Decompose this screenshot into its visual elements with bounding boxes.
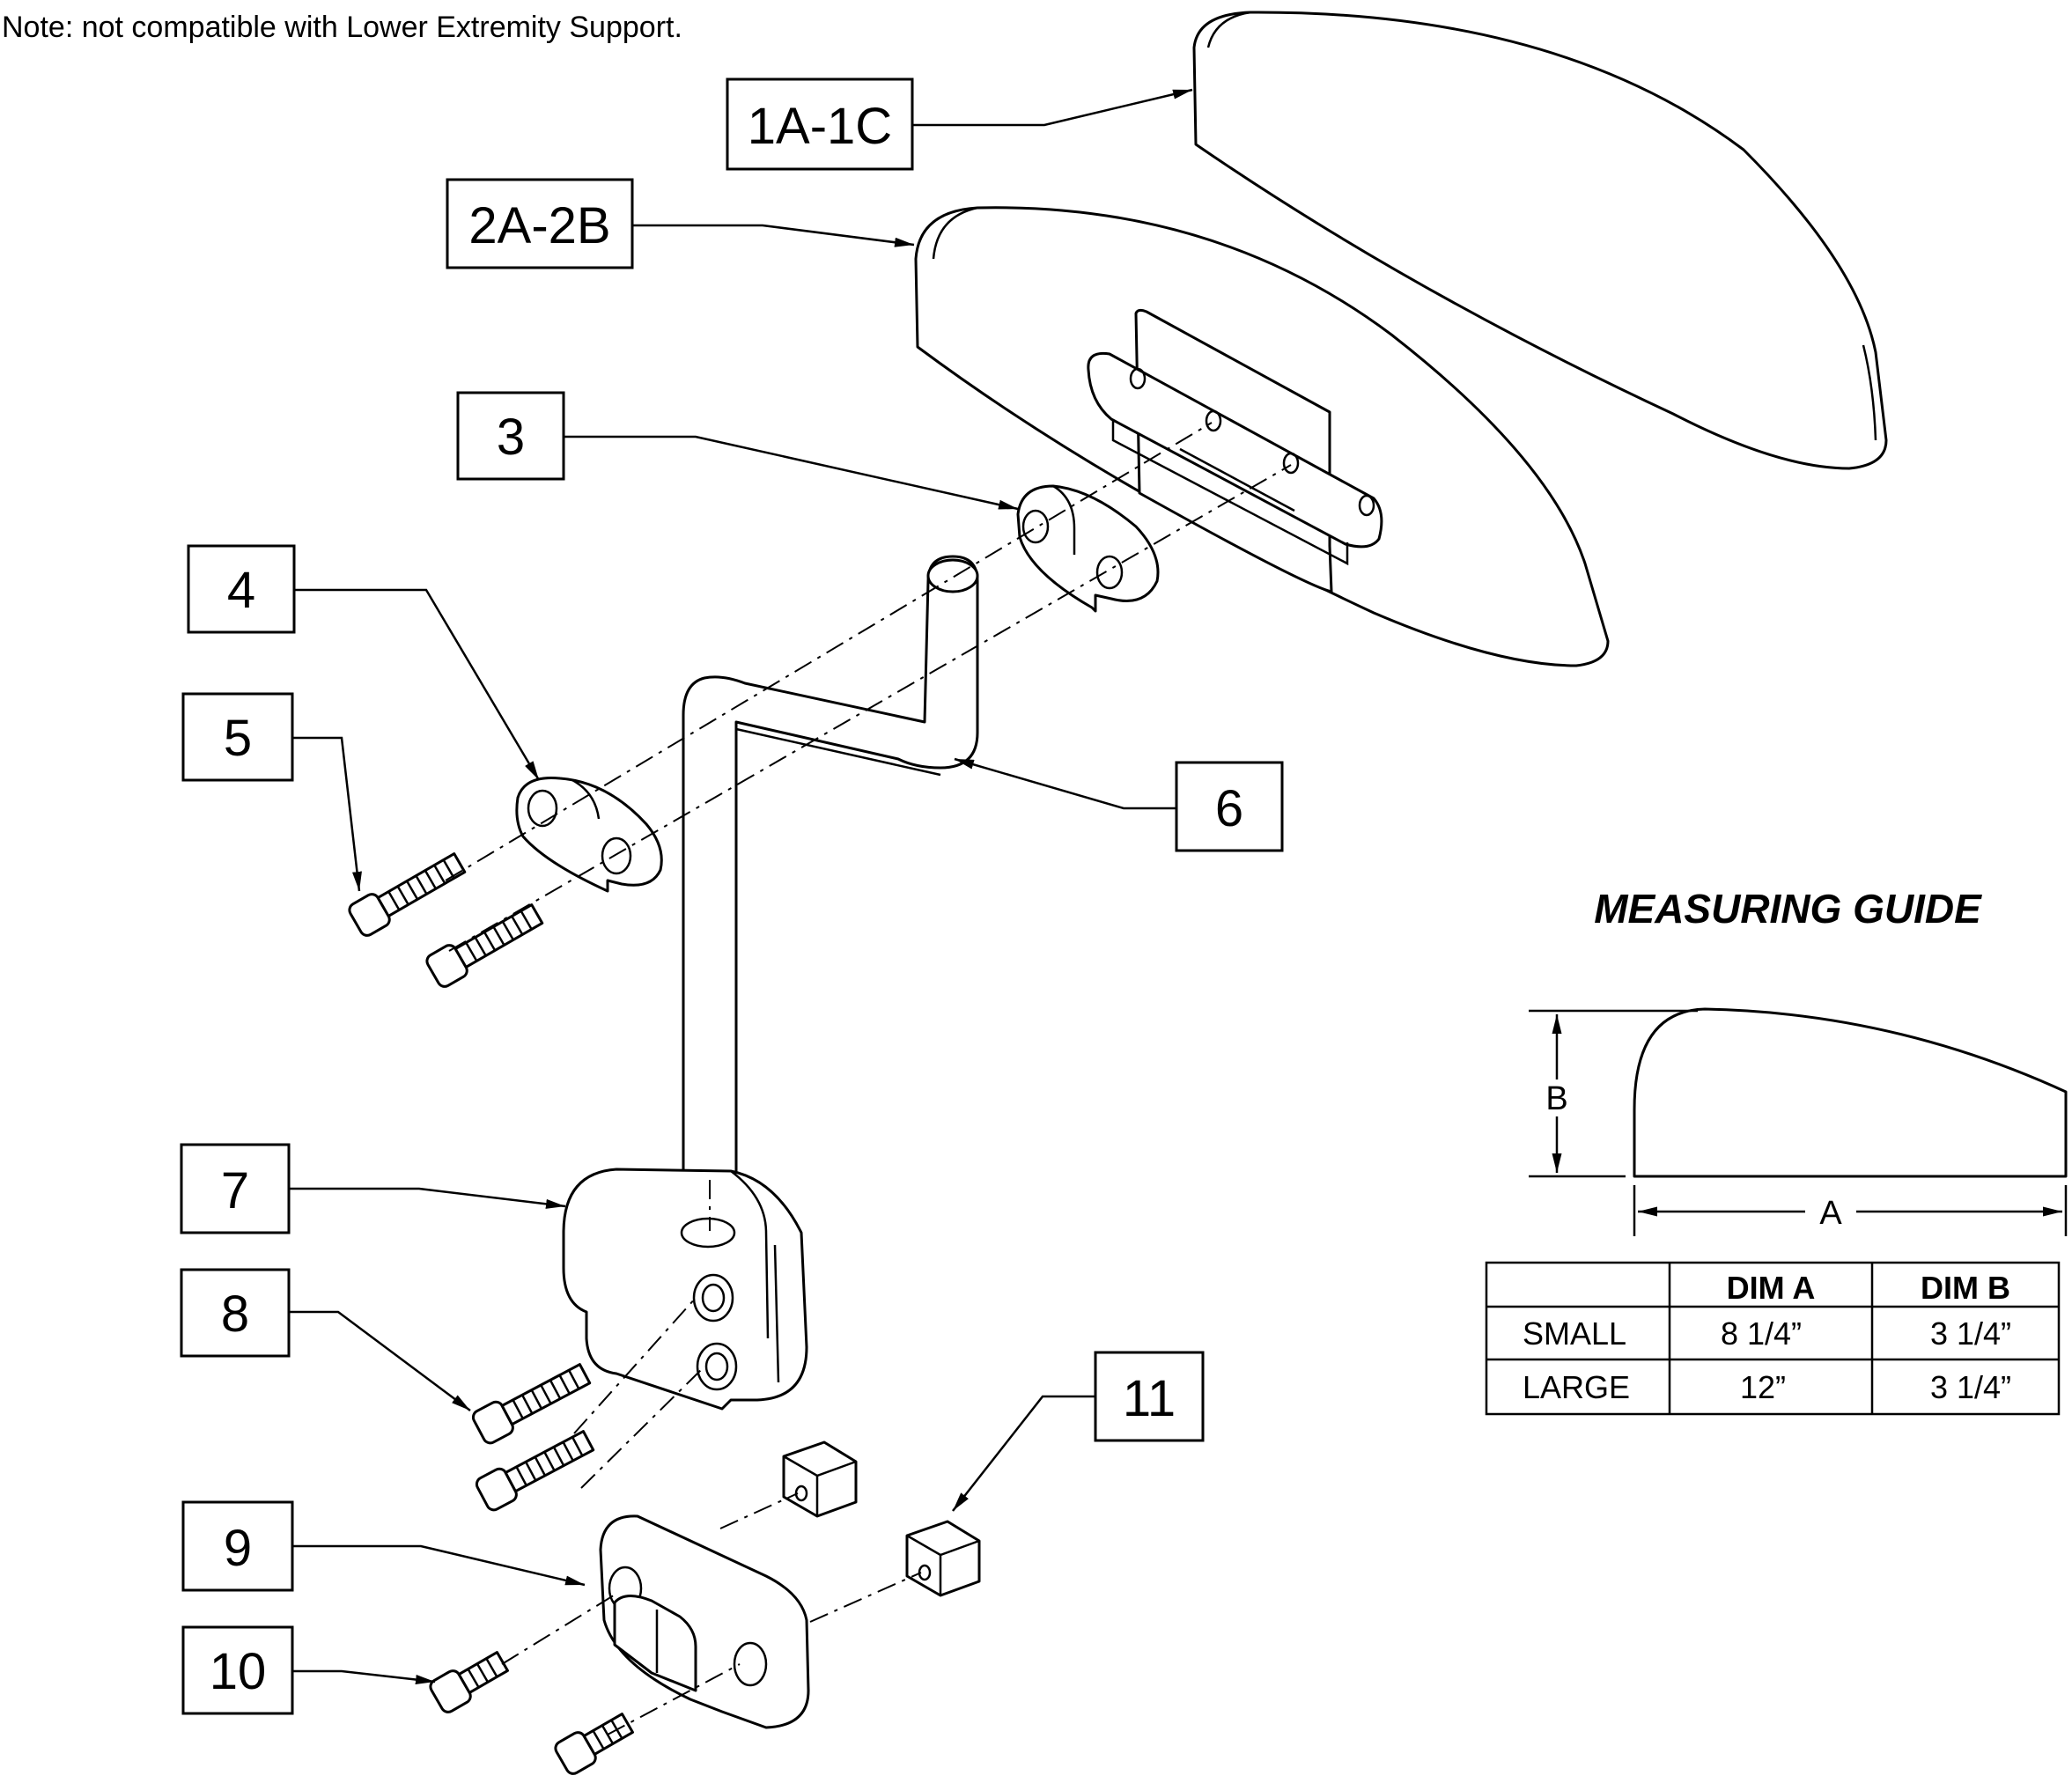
svg-text:5: 5 bbox=[224, 710, 252, 767]
row-small-dim-b: 3 1/4” bbox=[1930, 1315, 2011, 1352]
callout-2a-2b: 2A-2B bbox=[446, 178, 915, 269]
bent-support-rod bbox=[682, 555, 979, 1178]
large-headrest-pad bbox=[1192, 11, 1888, 470]
receiver-block bbox=[562, 1168, 808, 1411]
callout-8: 8 bbox=[180, 1268, 471, 1412]
callout-5: 5 bbox=[181, 692, 362, 892]
row-large-dim-a: 12” bbox=[1740, 1369, 1786, 1405]
svg-text:1A-1C: 1A-1C bbox=[748, 98, 892, 155]
svg-text:6: 6 bbox=[1215, 780, 1243, 837]
callout-4: 4 bbox=[187, 544, 541, 781]
measuring-guide: MEASURING GUIDE B A bbox=[1529, 886, 2068, 1236]
callout-9: 9 bbox=[181, 1500, 586, 1592]
small-headrest-pad bbox=[914, 206, 1610, 667]
header-dim-b: DIM B bbox=[1921, 1270, 2010, 1306]
receiver-screws bbox=[471, 1363, 595, 1512]
measuring-guide-title: MEASURING GUIDE bbox=[1594, 886, 1982, 932]
bracket-screws bbox=[429, 1651, 634, 1775]
row-small-label: SMALL bbox=[1523, 1315, 1626, 1352]
row-large-label: LARGE bbox=[1523, 1369, 1630, 1405]
svg-text:2A-2B: 2A-2B bbox=[468, 197, 610, 254]
row-large-dim-b: 3 1/4” bbox=[1930, 1369, 2011, 1405]
assembly-center-lines bbox=[445, 422, 1292, 1735]
svg-text:4: 4 bbox=[227, 562, 255, 619]
svg-text:3: 3 bbox=[497, 409, 525, 466]
svg-text:7: 7 bbox=[221, 1162, 249, 1219]
header-dim-a: DIM A bbox=[1727, 1270, 1816, 1306]
dim-a-label: A bbox=[1819, 1195, 1842, 1232]
callout-7: 7 bbox=[180, 1143, 566, 1234]
clamp-screws bbox=[348, 852, 544, 988]
t-nuts bbox=[782, 1440, 981, 1597]
callout-6: 6 bbox=[954, 757, 1284, 852]
mounting-bracket bbox=[599, 1514, 810, 1729]
svg-text:9: 9 bbox=[224, 1520, 252, 1577]
compatibility-note: Note: not compatible with Lower Extremit… bbox=[2, 11, 682, 44]
pad-profile bbox=[1633, 1007, 2068, 1178]
dim-b-label: B bbox=[1545, 1080, 1567, 1117]
lower-clamp bbox=[515, 776, 663, 893]
callout-11: 11 bbox=[952, 1351, 1205, 1512]
upper-clamp bbox=[1016, 484, 1160, 613]
callout-3: 3 bbox=[456, 391, 1019, 511]
dimensions-table: DIM A DIM B SMALL 8 1/4” 3 1/4” LARGE 12… bbox=[1485, 1261, 2061, 1416]
svg-text:8: 8 bbox=[221, 1286, 249, 1343]
svg-text:11: 11 bbox=[1123, 1370, 1176, 1427]
callout-10: 10 bbox=[181, 1625, 436, 1715]
svg-text:10: 10 bbox=[210, 1643, 267, 1700]
callout-1a-1c: 1A-1C bbox=[726, 77, 1193, 171]
row-small-dim-a: 8 1/4” bbox=[1721, 1315, 1802, 1352]
